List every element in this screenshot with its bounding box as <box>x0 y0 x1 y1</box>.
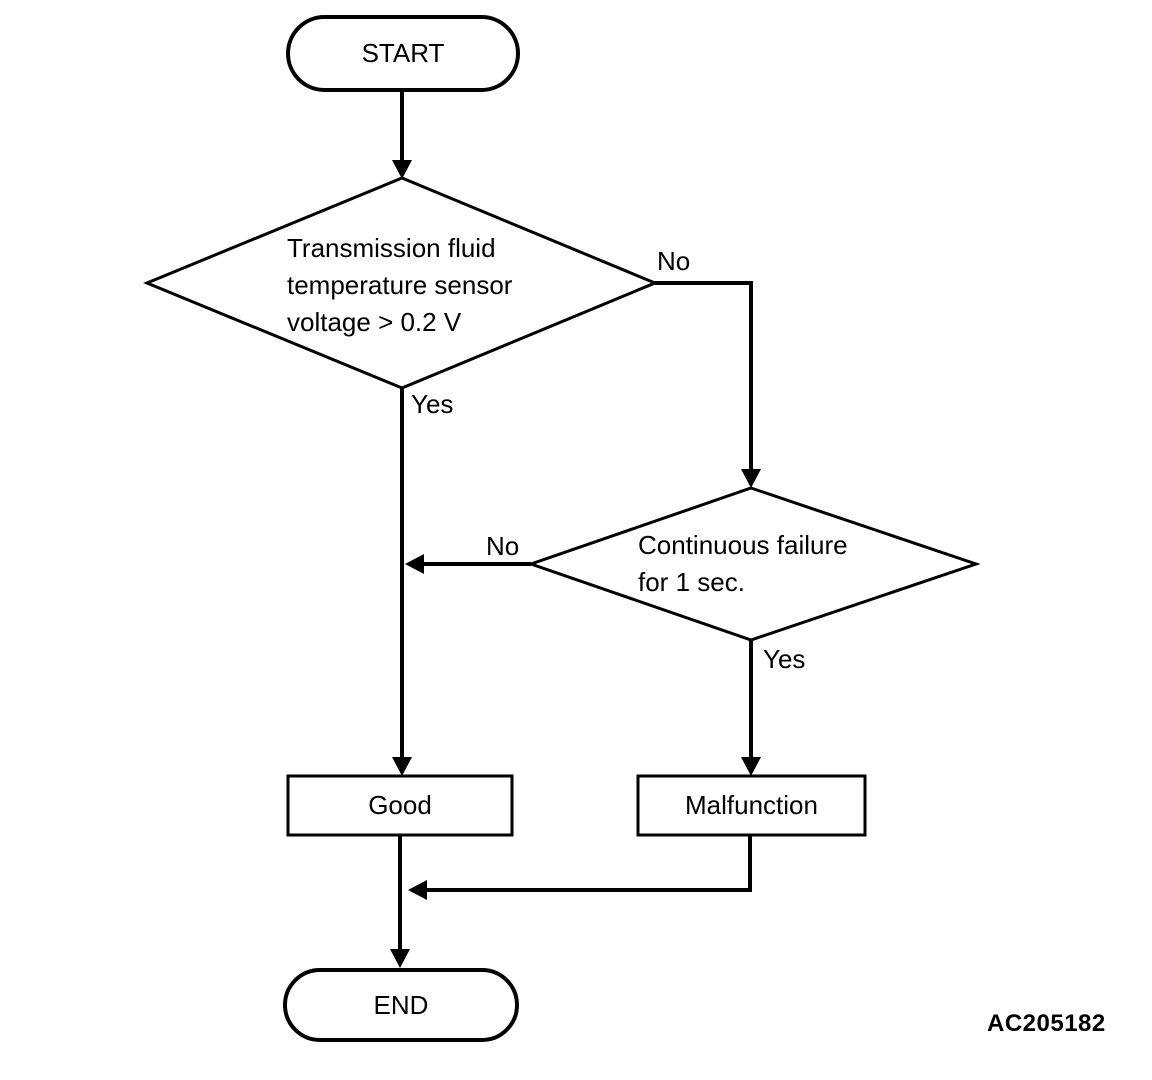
decision1-no-label: No <box>657 246 691 276</box>
arrowhead-into-end <box>390 949 410 968</box>
figure-code: AC205182 <box>987 1010 1106 1037</box>
decision1-label: Transmission fluid temperature sensor vo… <box>287 233 513 337</box>
end-terminator-shape <box>283 968 519 1042</box>
arrowhead-malfunction-merge <box>408 880 427 900</box>
connector-malfunction-merge <box>426 835 752 892</box>
decision2-diamond-shape <box>526 486 981 642</box>
decision2-yes-label: Yes <box>763 644 806 674</box>
arrowhead-into-decision2 <box>741 469 761 488</box>
decision2-no-label: No <box>486 531 520 561</box>
arrowhead-into-good <box>392 757 412 776</box>
malfunction-box-shape <box>636 774 867 837</box>
end-label: END <box>373 989 429 1020</box>
decision2-label: Continuous failure for 1 sec. <box>638 530 848 597</box>
decision1-diamond-shape <box>143 176 659 390</box>
decision1-yes-label: Yes <box>411 389 454 419</box>
good-box-shape <box>286 774 514 837</box>
arrowhead-into-decision1 <box>392 160 412 179</box>
connector-decision1-no-branch <box>655 281 753 472</box>
start-label: START <box>361 38 445 68</box>
start-terminator-shape <box>286 15 520 92</box>
malfunction-label: Malfunction <box>685 790 818 820</box>
arrowhead-no-merge <box>405 554 424 574</box>
good-label: Good <box>368 790 432 820</box>
arrowhead-into-malfunction <box>741 757 761 776</box>
